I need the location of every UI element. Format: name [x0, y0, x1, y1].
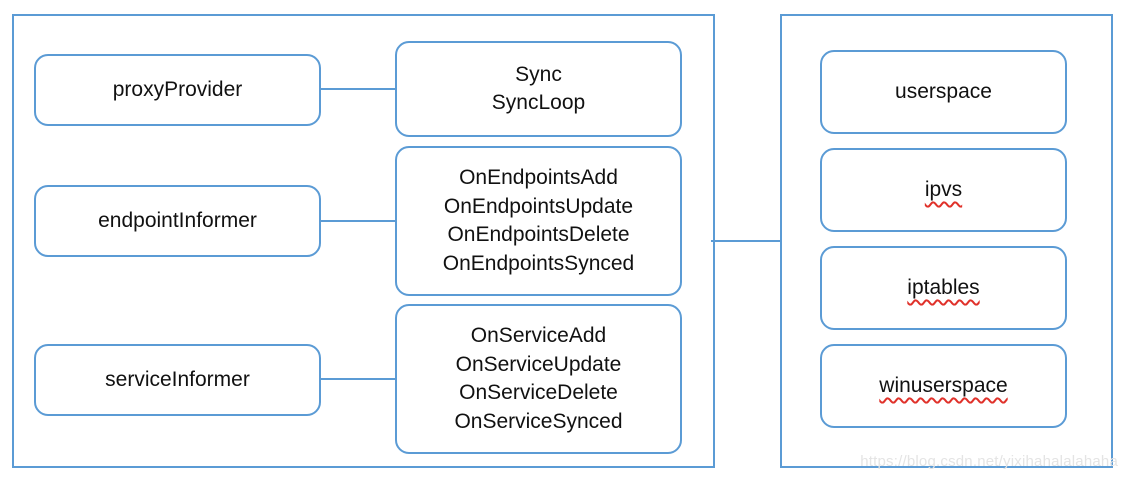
- source-label: proxyProvider: [112, 77, 243, 101]
- handler-box-endpoints: OnEndpointsAdd OnEndpointsUpdate OnEndpo…: [395, 146, 682, 296]
- connector-left-right-panels: [711, 240, 781, 242]
- mode-box-winuserspace: winuserspace: [820, 344, 1067, 428]
- connector-proxyprovider-sync: [320, 88, 396, 90]
- handler-method: OnEndpointsDelete: [447, 223, 630, 246]
- mode-box-ipvs: ipvs: [820, 148, 1067, 232]
- mode-label: iptables: [907, 275, 980, 299]
- mode-label: userspace: [895, 79, 992, 103]
- handler-method: OnServiceSynced: [454, 409, 623, 433]
- handler-method: OnServiceUpdate: [455, 352, 622, 376]
- handler-method: OnEndpointsSynced: [442, 251, 635, 275]
- handler-method: OnEndpointsAdd: [459, 166, 618, 189]
- source-box-endpointinformer: endpointInformer: [34, 185, 321, 257]
- source-box-proxyprovider: proxyProvider: [34, 54, 321, 126]
- handler-method: Sync: [515, 62, 562, 86]
- watermark-text: https://blog.csdn.net/yixihahalalahaha: [860, 453, 1118, 470]
- source-box-serviceinformer: serviceInformer: [34, 344, 321, 416]
- connector-serviceinformer-handlers: [320, 378, 396, 380]
- mode-label: ipvs: [924, 177, 963, 201]
- connector-endpointinformer-handlers: [320, 220, 396, 222]
- right-panel: [780, 14, 1113, 468]
- mode-box-userspace: userspace: [820, 50, 1067, 134]
- source-label: endpointInformer: [98, 208, 257, 232]
- handler-method: OnServiceDelete: [459, 381, 618, 404]
- mode-label: winuserspace: [879, 373, 1008, 397]
- source-label: serviceInformer: [105, 367, 250, 391]
- handler-method: SyncLoop: [491, 91, 586, 114]
- handler-box-service: OnServiceAdd OnServiceUpdate OnServiceDe…: [395, 304, 682, 454]
- mode-box-iptables: iptables: [820, 246, 1067, 330]
- handler-method: OnEndpointsUpdate: [443, 194, 634, 218]
- handler-method: OnServiceAdd: [470, 324, 607, 347]
- handler-box-sync: Sync SyncLoop: [395, 41, 682, 137]
